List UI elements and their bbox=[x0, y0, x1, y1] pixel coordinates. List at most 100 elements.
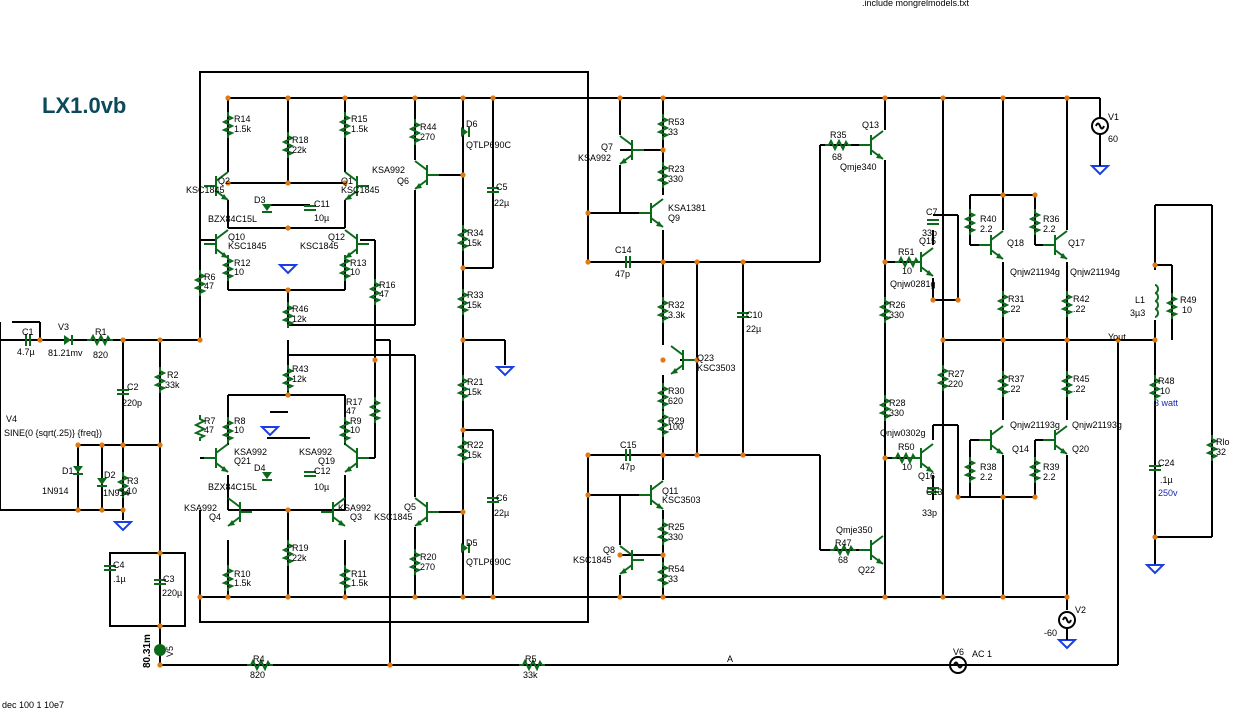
junction-dot bbox=[1152, 534, 1158, 540]
svg-text:R14: R14 bbox=[234, 114, 251, 124]
svg-text:Q3: Q3 bbox=[350, 512, 362, 522]
svg-text:R9: R9 bbox=[350, 416, 362, 426]
junction-dot bbox=[285, 507, 291, 513]
junction-dot bbox=[955, 297, 961, 303]
svg-text:R13: R13 bbox=[350, 258, 367, 268]
svg-text:R3: R3 bbox=[127, 476, 139, 486]
svg-text:C14: C14 bbox=[615, 245, 632, 255]
junction-dot bbox=[342, 594, 348, 600]
junction-dot bbox=[740, 259, 746, 265]
r48-resistor bbox=[1148, 375, 1162, 401]
r32-resistor bbox=[656, 297, 670, 323]
svg-text:R46: R46 bbox=[292, 304, 309, 314]
junction-dot bbox=[585, 210, 591, 216]
svg-text:R16: R16 bbox=[379, 280, 396, 290]
junction-dot bbox=[75, 507, 81, 513]
svg-text:Q9: Q9 bbox=[668, 213, 680, 223]
svg-text:KSA992: KSA992 bbox=[184, 503, 217, 513]
svg-text:KSC1845: KSC1845 bbox=[228, 241, 267, 251]
junction-dot bbox=[197, 594, 203, 600]
r47-resistor bbox=[830, 543, 856, 557]
junction-dot bbox=[225, 180, 231, 186]
svg-text:KSA992: KSA992 bbox=[338, 503, 371, 513]
svg-text:KSC1845: KSC1845 bbox=[300, 241, 339, 251]
v4-value: SINE(0 {sqrt(.25)} {freq}) bbox=[4, 428, 102, 438]
r19-resistor bbox=[281, 540, 295, 566]
v3-value: 81.21mv bbox=[48, 348, 83, 358]
r42-resistor bbox=[1060, 291, 1074, 317]
svg-text:Qnjw0281g: Qnjw0281g bbox=[890, 279, 936, 289]
junction-dot bbox=[1115, 337, 1121, 343]
junction-dot bbox=[940, 95, 946, 101]
gnd-input-icon bbox=[112, 521, 134, 532]
svg-text:10: 10 bbox=[234, 267, 244, 277]
r27-resistor bbox=[936, 365, 950, 391]
svg-text:R1: R1 bbox=[95, 327, 107, 337]
svg-text:Qnjw21194g: Qnjw21194g bbox=[1070, 267, 1120, 277]
svg-text:D1: D1 bbox=[62, 466, 74, 476]
r44-resistor bbox=[408, 119, 422, 145]
svg-text:330: 330 bbox=[668, 174, 683, 184]
svg-text:47: 47 bbox=[346, 406, 356, 416]
r9-resistor bbox=[338, 417, 352, 443]
svg-text:820: 820 bbox=[250, 670, 265, 680]
r14-resistor bbox=[221, 112, 235, 138]
svg-text:Qnjw0302g: Qnjw0302g bbox=[880, 428, 926, 438]
svg-text:33p: 33p bbox=[922, 228, 937, 238]
d6-diode bbox=[461, 127, 468, 137]
svg-text:22µ: 22µ bbox=[494, 508, 509, 518]
v2-ref: V2 bbox=[1075, 605, 1086, 615]
r16-resistor bbox=[368, 279, 382, 305]
svg-text:R38: R38 bbox=[980, 462, 997, 472]
junction-dot bbox=[1032, 192, 1038, 198]
v1-ref: V1 bbox=[1108, 112, 1119, 122]
svg-text:QTLP690C: QTLP690C bbox=[466, 557, 512, 567]
svg-text:Q2: Q2 bbox=[218, 176, 230, 186]
svg-text:10: 10 bbox=[1182, 305, 1192, 315]
svg-text:R35: R35 bbox=[830, 130, 847, 140]
junction-dot bbox=[157, 623, 163, 629]
junction-dot bbox=[460, 172, 466, 178]
svg-text:270: 270 bbox=[420, 132, 435, 142]
junction-dot bbox=[460, 337, 466, 343]
v5-ref: V5 bbox=[165, 646, 175, 657]
r1-resistor bbox=[87, 333, 113, 347]
r10-resistor bbox=[221, 565, 235, 591]
svg-text:.1µ: .1µ bbox=[1160, 475, 1173, 485]
svg-text:R23: R23 bbox=[668, 164, 685, 174]
junction-dot bbox=[585, 452, 591, 458]
junction-dot bbox=[285, 392, 291, 398]
junction-dot bbox=[955, 494, 961, 500]
svg-text:Q23: Q23 bbox=[697, 353, 714, 363]
r23-resistor bbox=[656, 162, 670, 188]
transistors bbox=[204, 130, 1068, 575]
junction-dot bbox=[882, 259, 888, 265]
svg-text:R28: R28 bbox=[889, 398, 906, 408]
svg-text:47p: 47p bbox=[615, 269, 630, 279]
junction-dot bbox=[460, 509, 466, 515]
svg-text:D4: D4 bbox=[254, 463, 266, 473]
svg-text:KSC1845: KSC1845 bbox=[341, 185, 380, 195]
junction-dot bbox=[37, 337, 43, 343]
svg-text:22µ: 22µ bbox=[494, 198, 509, 208]
svg-text:32: 32 bbox=[1216, 447, 1226, 457]
svg-text:R22: R22 bbox=[467, 440, 484, 450]
rlo-resistor bbox=[1205, 435, 1219, 461]
svg-text:R47: R47 bbox=[835, 538, 852, 548]
junction-dot bbox=[660, 357, 666, 363]
svg-text:C1: C1 bbox=[22, 327, 34, 337]
svg-text:33: 33 bbox=[668, 127, 678, 137]
svg-text:.22: .22 bbox=[1008, 384, 1021, 394]
svg-text:33: 33 bbox=[668, 574, 678, 584]
svg-text:47p: 47p bbox=[620, 462, 635, 472]
r49-resistor bbox=[1165, 293, 1179, 319]
junction-dot bbox=[120, 442, 126, 448]
svg-text:KSC3503: KSC3503 bbox=[697, 363, 736, 373]
junction-dot bbox=[225, 95, 231, 101]
svg-text:22k: 22k bbox=[292, 553, 307, 563]
junction-dot bbox=[372, 357, 378, 363]
svg-text:R21: R21 bbox=[467, 377, 484, 387]
svg-text:2.2: 2.2 bbox=[1043, 472, 1056, 482]
